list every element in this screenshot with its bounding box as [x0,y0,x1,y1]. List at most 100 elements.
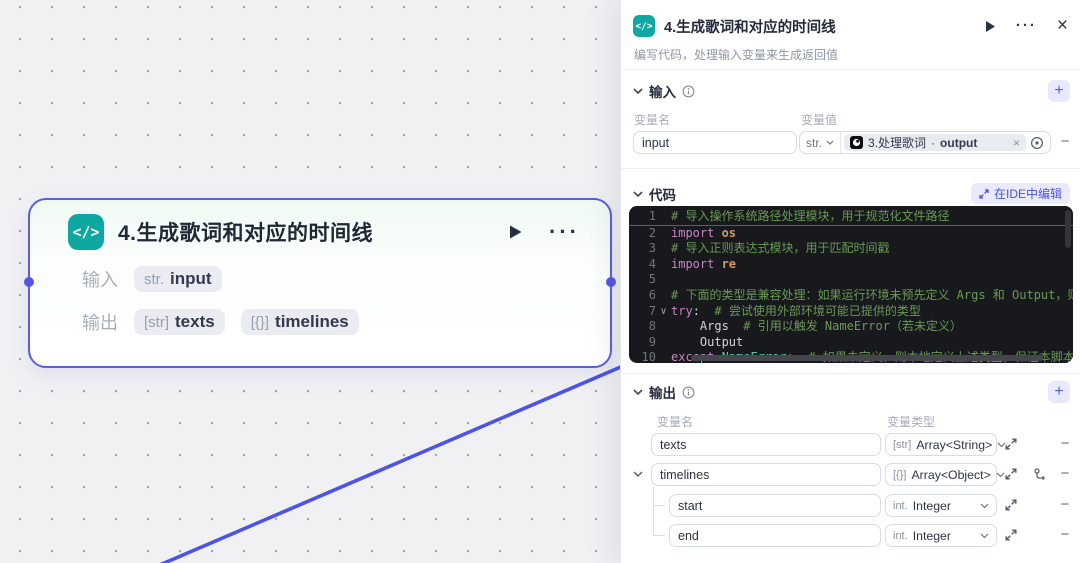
chevron-down-icon[interactable] [633,190,643,197]
node-output-port[interactable] [606,277,616,287]
output-col-type: 变量类型 [887,415,936,429]
output-type-select-timelines[interactable]: [{}] Array<Object> [885,463,1005,486]
ref-node-name: 3.处理歌词 [868,136,927,150]
type-tag: [{}] [893,468,907,481]
chevron-down-icon[interactable] [633,88,643,94]
output-type-select-end[interactable]: int. Integer [885,524,997,547]
ref-separator: · [931,135,936,150]
node-output-row: 输出 [str] texts [{}] timelines [30,309,610,335]
expand-row-icon[interactable] [1003,527,1019,543]
expand-row-icon[interactable] [1003,466,1019,482]
chip-name: texts [175,312,215,331]
chip-type: [str] [144,314,169,331]
type-text: Integer [912,498,951,513]
panel-more-menu-icon[interactable]: ··· [1015,17,1037,34]
input-section-header: 输入 + [633,80,1070,102]
expand-row-icon[interactable] [1003,436,1019,452]
chevron-down-icon[interactable] [633,389,643,395]
code-node-icon: </> [68,214,104,250]
type-tag: int. [893,529,908,542]
add-child-field-icon[interactable] [1031,466,1047,482]
type-tag: [str] [893,438,912,451]
chevron-down-icon [826,140,834,145]
output-name-field-start[interactable]: start [669,494,881,517]
chip-name: timelines [275,312,349,331]
edit-in-ide-label: 在IDE中编辑 [993,187,1062,201]
collapse-children-icon[interactable] [633,471,643,477]
divider [621,69,1080,70]
remove-output-button[interactable]: − [1060,435,1070,452]
chevron-down-icon [980,533,989,538]
input-type-value: str. [806,135,823,150]
code-section-header: 代码 在IDE中编辑 [633,183,1070,204]
node-input-port[interactable] [24,277,34,287]
add-output-button[interactable]: + [1048,381,1070,403]
ref-node-icon [850,136,864,149]
node-output-chip-timelines: [{}] timelines [240,309,359,335]
node-config-panel: </> 4.生成歌词和对应的时间线 ··· × 编写代码，处理输入变量来生成返回… [620,0,1080,563]
node-title: 4.生成歌词和对应的时间线 [118,222,374,245]
output-name-field-end[interactable]: end [669,524,881,547]
clear-value-icon[interactable]: × [1012,135,1020,150]
input-ref-chip[interactable]: 3.处理歌词 · output × [844,134,1026,151]
type-text: Integer [912,528,951,543]
divider [621,373,1080,374]
output-section-title: 输出 [649,386,676,401]
add-input-button[interactable]: + [1048,80,1070,102]
type-tag: int. [893,499,908,512]
output-type-select-texts[interactable]: [str] Array<String> [885,433,1006,456]
type-text: Array<Object> [911,467,991,482]
tree-connector [653,505,665,506]
vertical-scrollbar[interactable] [1065,210,1071,248]
input-section-title: 输入 [649,85,676,100]
edit-in-ide-button[interactable]: 在IDE中编辑 [970,183,1070,204]
chip-type: str. [144,271,165,288]
tree-connector [653,487,654,535]
run-node-button[interactable] [508,224,523,240]
output-section-header: 输出 + [633,381,1070,403]
remove-output-button[interactable]: − [1060,465,1070,482]
node-input-chip: str. input [134,266,222,292]
input-type-select[interactable]: str. [800,132,842,153]
chip-type: [{}] [250,314,270,331]
node-output-label: 输出 [82,313,118,333]
node-input-label: 输入 [82,270,118,290]
expand-row-icon[interactable] [1003,497,1019,513]
output-col-name: 变量名 [657,415,694,429]
output-name-field-texts[interactable]: texts [651,433,881,456]
code-section-title: 代码 [649,187,676,203]
close-panel-icon[interactable]: × [1056,15,1068,36]
remove-output-button[interactable]: − [1060,526,1070,543]
input-value-control[interactable]: str. 3.处理歌词 · output × [799,131,1051,154]
panel-title: 4.生成歌词和对应的时间线 [664,19,836,36]
chevron-down-icon [997,442,1006,447]
chevron-down-icon [980,503,989,508]
panel-subtitle: 编写代码，处理输入变量来生成返回值 [634,48,839,62]
output-type-select-start[interactable]: int. Integer [885,494,997,517]
input-col-name: 变量名 [634,113,671,127]
locate-node-icon[interactable] [1030,136,1044,150]
code-node-icon: </> [633,15,655,37]
expand-icon [979,188,989,199]
remove-output-button[interactable]: − [1060,496,1070,513]
info-icon [682,85,695,97]
input-col-value: 变量值 [801,113,838,127]
tree-connector [653,535,665,536]
node-more-menu-icon[interactable]: ··· [549,219,580,244]
output-name-field-timelines[interactable]: timelines [651,463,881,486]
remove-input-button[interactable]: − [1060,133,1070,150]
run-node-button[interactable] [985,20,996,33]
type-text: Array<String> [916,437,993,452]
chevron-down-icon [996,472,1005,477]
info-icon [682,386,695,398]
input-name-field[interactable]: input [633,131,797,154]
node-header: </> 4.生成歌词和对应的时间线 ··· [30,200,610,250]
node-output-chip-texts: [str] texts [134,309,225,335]
horizontal-scrollbar[interactable] [691,355,1043,361]
node-input-row: 输入 str. input [30,266,610,292]
ref-field-name: output [940,135,978,150]
code-node-card[interactable]: </> 4.生成歌词和对应的时间线 ··· 输入 str. input 输出 [… [24,198,616,368]
chip-name: input [170,269,212,288]
